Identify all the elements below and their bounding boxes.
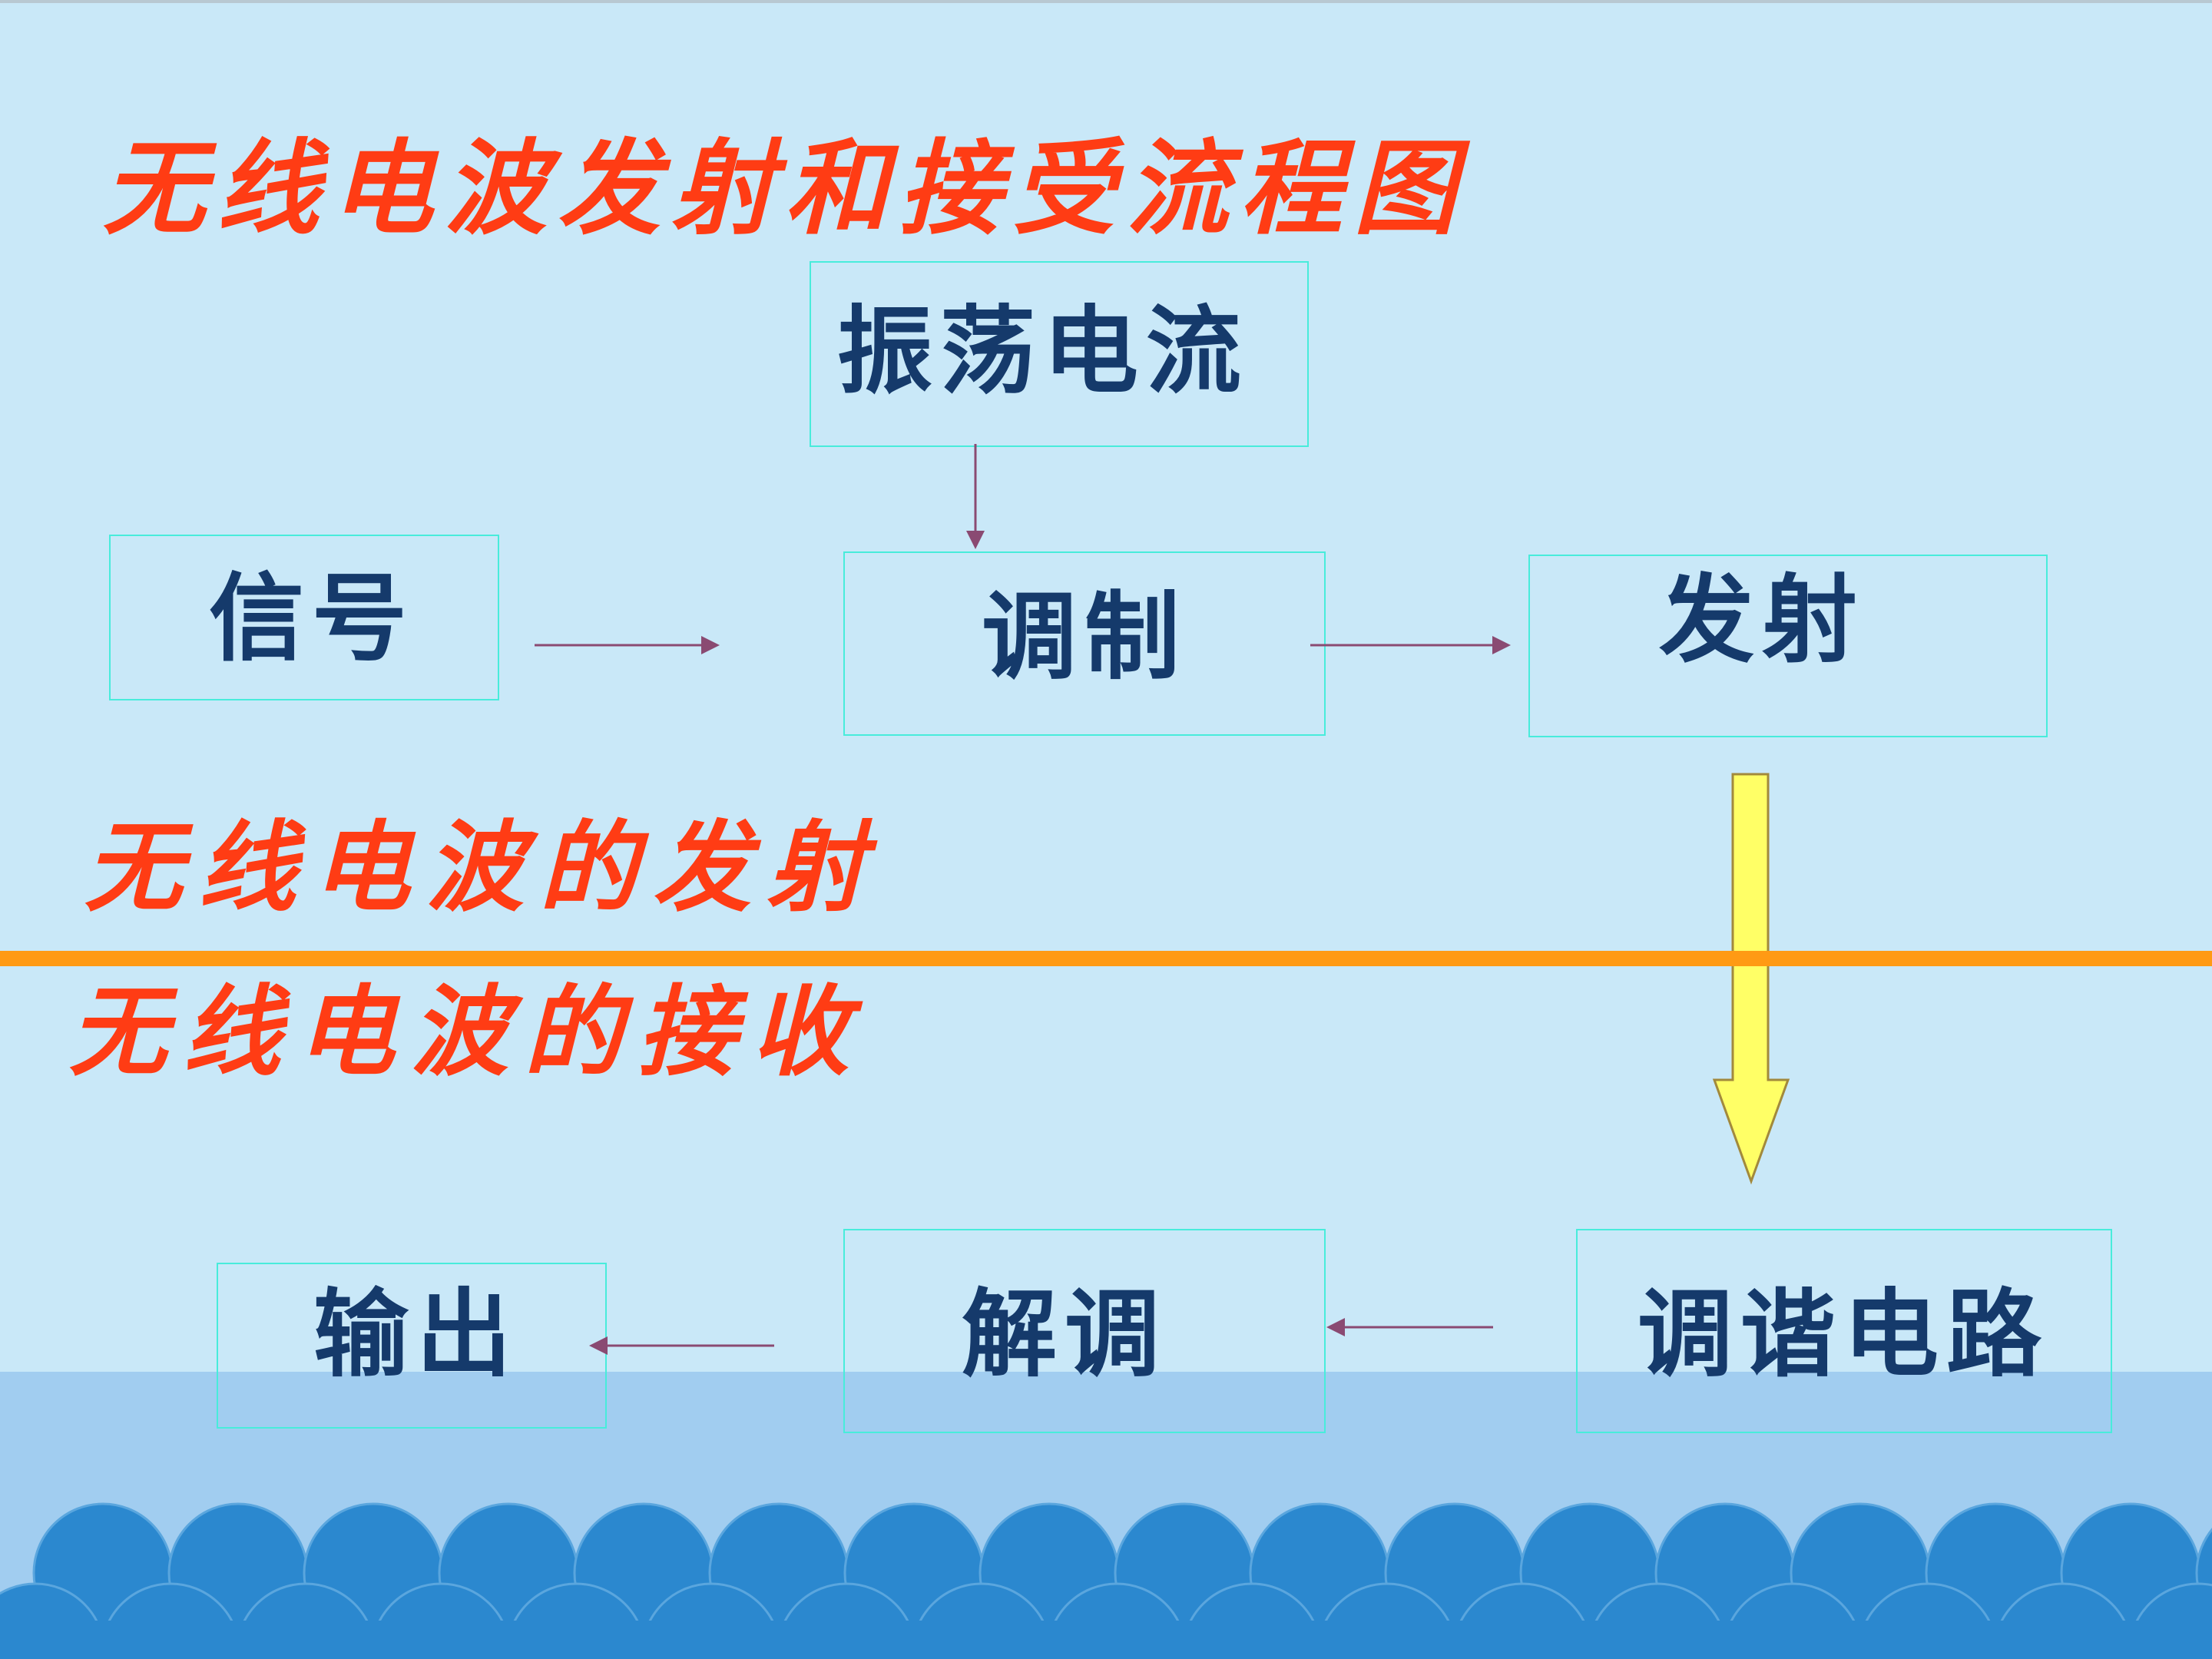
section-transmit-label: 无线电波的发射 (84, 810, 881, 926)
wave-decoration (0, 1502, 2212, 1659)
node-box-transmit (1528, 555, 2048, 737)
slide-top-border (0, 0, 2212, 3)
node-demodulation: 解调 (962, 1279, 1168, 1390)
node-modulation: 调制 (982, 581, 1188, 693)
big-down-arrow (1712, 773, 1790, 1185)
node-signal: 信号 (209, 563, 416, 674)
node-box-tuning-circuit (1576, 1229, 2112, 1433)
section-divider (0, 951, 2212, 966)
diagram-title: 无线电波发射和接受流程图 (103, 127, 1468, 249)
node-oscillating-current: 振荡电流 (837, 296, 1250, 407)
node-output: 输出 (313, 1279, 520, 1390)
connector-arrows (535, 444, 1511, 1355)
node-transmit: 发射 (1659, 565, 1866, 676)
node-box-oscillating-current (810, 261, 1309, 447)
node-box-demodulation (843, 1229, 1326, 1433)
node-box-signal (109, 535, 499, 700)
wave-base (0, 1621, 2212, 1659)
section-receive-label: 无线电波的接收 (69, 975, 866, 1090)
node-box-modulation (843, 551, 1326, 736)
node-tuning-circuit: 调谐电路 (1637, 1279, 2050, 1390)
